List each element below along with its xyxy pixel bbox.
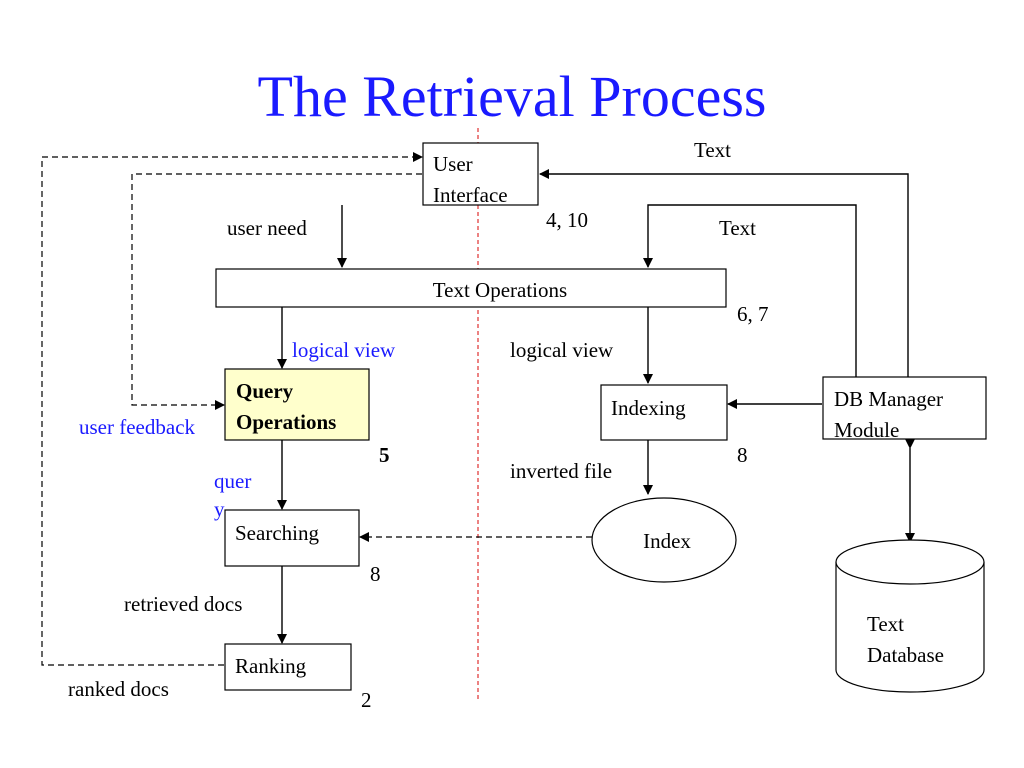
label-retrieved-docs: retrieved docs [124,592,242,616]
node-text-operations: Text Operations [215,268,727,308]
label-query-line-2: y [214,497,225,521]
db-manager-line-2: Module [834,418,899,442]
node-ranking: Ranking [224,643,352,691]
ref-indexing: 8 [737,443,748,467]
node-indexing: Indexing [600,384,728,441]
ref-user-interface: 4, 10 [546,208,588,232]
node-index: Index [591,497,737,583]
label-text-right: Text [719,216,756,240]
node-searching: Searching [224,509,360,567]
ranking-label: Ranking [235,654,307,678]
label-logical-view-left: logical view [292,338,396,362]
slide-title: The Retrieval Process [258,64,767,129]
text-database-line-2: Database [867,643,944,667]
query-operations-line-2: Operations [236,410,336,434]
label-query-line-1: quer [214,469,251,493]
node-user-interface: User Interface [422,142,539,207]
text-database-line-1: Text [867,612,904,636]
ref-text-operations: 6, 7 [737,302,769,326]
label-text-top: Text [694,138,731,162]
label-user-feedback: user feedback [79,415,196,439]
label-logical-view-right: logical view [510,338,614,362]
label-inverted-file: inverted file [510,459,612,483]
ref-searching: 8 [370,562,381,586]
ref-query-operations: 5 [379,443,390,467]
text-operations-label: Text Operations [433,278,567,302]
user-interface-line-1: User [433,152,473,176]
label-user-need: user need [227,216,307,240]
index-label: Index [643,529,691,553]
edge-db-to-user-interface [539,169,909,378]
node-query-operations: Query Operations [224,368,370,441]
edge-db-to-text-operations [643,204,857,378]
query-operations-line-1: Query [236,379,294,403]
ref-ranking: 2 [361,688,372,712]
user-interface-line-2: Interface [433,183,508,207]
node-db-manager-module: DB Manager Module [822,376,987,442]
node-text-database: Text Database [835,539,985,693]
searching-label: Searching [235,521,319,545]
edge-user-feedback [131,173,422,410]
indexing-label: Indexing [611,396,686,420]
db-manager-line-1: DB Manager [834,387,943,411]
edge-ranked-docs [41,152,423,666]
label-ranked-docs: ranked docs [68,677,169,701]
